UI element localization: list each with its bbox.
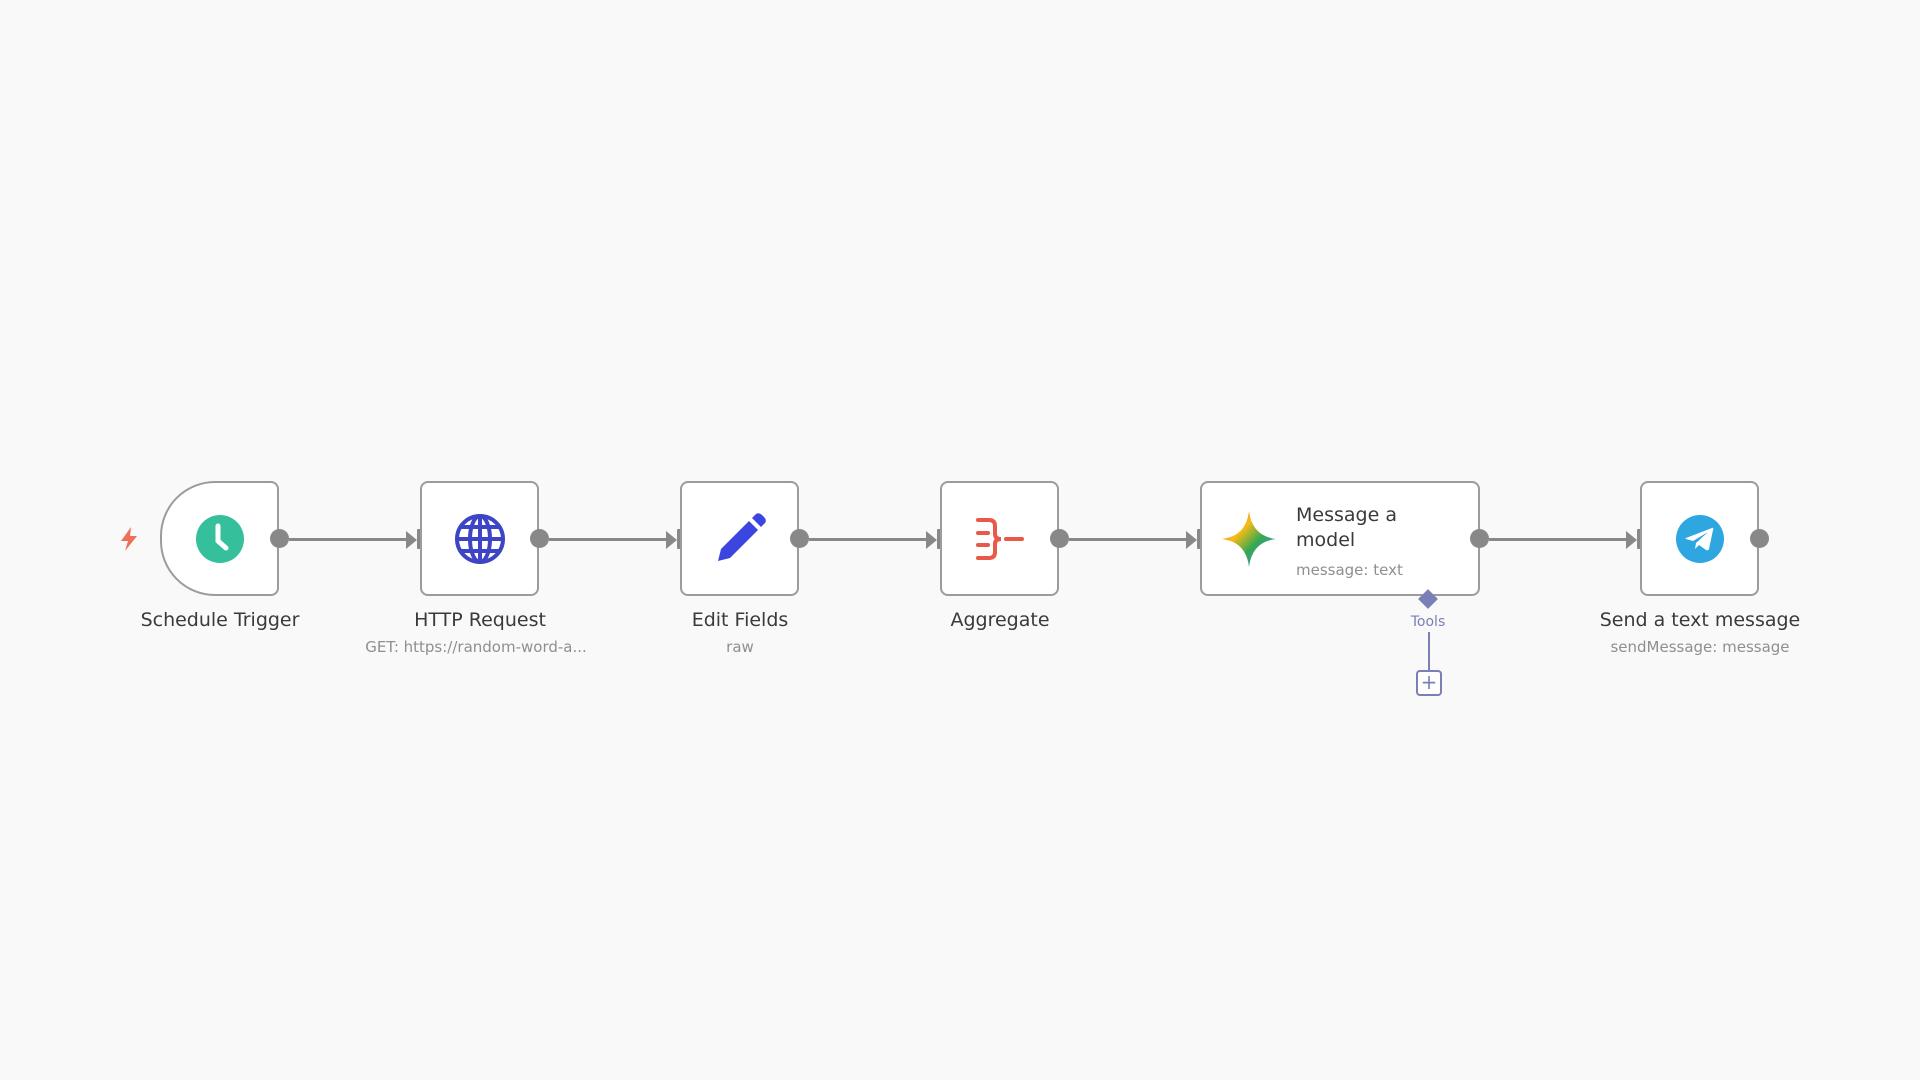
add-tool-button[interactable]: + <box>1416 670 1442 696</box>
connection-arrow <box>1186 531 1197 549</box>
output-port[interactable] <box>1050 529 1069 548</box>
node-subtitle: message: text <box>1296 561 1403 579</box>
connection[interactable] <box>1489 538 1626 541</box>
pencil-icon <box>717 512 766 561</box>
node-title: HTTP Request <box>414 609 546 631</box>
node-http-request[interactable] <box>420 481 539 596</box>
node-title: Send a text message <box>1599 609 1801 631</box>
gemini-sparkle-icon <box>1222 511 1276 567</box>
node-schedule-trigger[interactable] <box>160 481 279 596</box>
output-port[interactable] <box>1470 529 1489 548</box>
output-port[interactable] <box>790 529 809 548</box>
connection[interactable] <box>1069 538 1186 541</box>
connection[interactable] <box>289 538 406 541</box>
connection-arrow <box>666 531 677 549</box>
output-port[interactable] <box>530 529 549 548</box>
aggregate-icon <box>975 517 1024 560</box>
node-title: Edit Fields <box>691 609 789 631</box>
clock-icon <box>195 514 244 563</box>
globe-icon <box>454 513 505 564</box>
connection[interactable] <box>809 538 926 541</box>
tools-label: Tools <box>1410 614 1446 630</box>
node-subtitle: GET: https://random-word-a... <box>365 638 587 656</box>
output-port[interactable] <box>270 529 289 548</box>
node-subtitle: raw <box>726 638 754 656</box>
node-title: Schedule Trigger <box>140 609 300 631</box>
tools-connection-line <box>1428 632 1430 672</box>
connection-arrow <box>1626 531 1637 549</box>
node-aggregate[interactable] <box>940 481 1059 596</box>
telegram-icon <box>1675 514 1724 563</box>
node-message-a-model[interactable]: Message a model message: text <box>1200 481 1480 596</box>
node-subtitle: sendMessage: message <box>1610 638 1790 656</box>
connection-arrow <box>406 531 417 549</box>
connection[interactable] <box>549 538 666 541</box>
trigger-bolt-icon <box>121 527 137 551</box>
connection-arrow <box>926 531 937 549</box>
node-edit-fields[interactable] <box>680 481 799 596</box>
node-title: Aggregate <box>950 609 1050 631</box>
node-send-a-text-message[interactable] <box>1640 481 1759 596</box>
output-port[interactable] <box>1750 529 1769 548</box>
node-title: Message a model <box>1296 504 1397 551</box>
